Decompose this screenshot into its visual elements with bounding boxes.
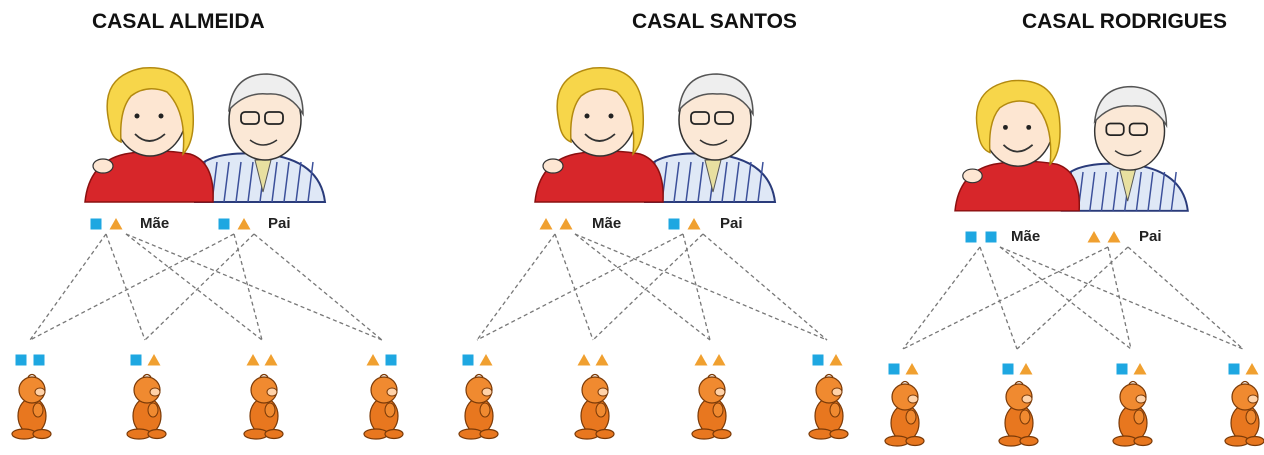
inheritance-line-1-2 xyxy=(574,233,711,341)
inheritance-line-2-7 xyxy=(1127,246,1244,350)
mother-allele-1-1 xyxy=(559,218,573,230)
inheritance-line-2-5 xyxy=(1107,246,1132,350)
baby-icon-0-3 xyxy=(363,373,404,440)
inheritance-line-2-0 xyxy=(902,246,981,350)
mother-label-almeida: Mãe xyxy=(140,215,170,232)
inheritance-line-0-3 xyxy=(125,233,383,341)
child-allele-2-2-1 xyxy=(1133,363,1147,375)
hand-icon xyxy=(542,158,564,174)
child-allele-2-0-1 xyxy=(905,363,919,375)
mother-label-rodrigues: Mãe xyxy=(1011,228,1041,245)
child-allele-0-0-0 xyxy=(15,354,27,366)
baby-icon-2-2 xyxy=(1112,380,1153,447)
child-allele-2-0-0 xyxy=(888,363,900,375)
baby-icon-1-1 xyxy=(574,373,615,440)
hand-icon xyxy=(92,158,114,174)
mother-allele-0-1 xyxy=(109,218,123,230)
baby-icon-0-2 xyxy=(243,373,284,440)
inheritance-line-1-6 xyxy=(592,233,704,341)
child-allele-2-2-0 xyxy=(1116,363,1128,375)
glasses-icon xyxy=(1105,122,1125,137)
inheritance-line-0-2 xyxy=(125,233,263,341)
inheritance-line-0-1 xyxy=(105,233,146,341)
father-hair-icon xyxy=(677,73,754,117)
father-allele-1-0 xyxy=(668,218,680,230)
inheritance-line-1-1 xyxy=(554,233,594,341)
child-allele-1-0-1 xyxy=(479,354,493,366)
child-allele-0-3-0 xyxy=(366,354,380,366)
mother-allele-2-0 xyxy=(965,231,977,243)
child-allele-1-0-0 xyxy=(462,354,474,366)
child-allele-2-1-0 xyxy=(1002,363,1014,375)
child-allele-0-3-1 xyxy=(385,354,397,366)
baby-icon-2-0 xyxy=(884,380,925,447)
mother-label-santos: Mãe xyxy=(592,215,622,232)
mother-hair-icon xyxy=(975,79,1061,167)
child-allele-0-2-0 xyxy=(246,354,260,366)
father-allele-2-0 xyxy=(1087,231,1101,243)
parents-illustration-2 xyxy=(954,79,1189,212)
parents-illustration-0 xyxy=(84,66,327,203)
father-hair-icon xyxy=(1093,85,1168,129)
parents-illustration-1 xyxy=(534,66,777,203)
child-allele-1-1-1 xyxy=(595,354,609,366)
inheritance-line-0-6 xyxy=(144,233,255,341)
glasses-icon xyxy=(690,111,710,125)
child-allele-1-2-0 xyxy=(694,354,708,366)
mother-allele-0-0 xyxy=(90,218,102,230)
mother-allele-1-0 xyxy=(539,218,553,230)
child-allele-1-1-0 xyxy=(577,354,591,366)
inheritance-line-0-7 xyxy=(253,233,383,341)
hand-icon xyxy=(962,168,983,184)
father-label-santos: Pai xyxy=(720,215,743,232)
inheritance-line-1-0 xyxy=(476,233,556,341)
baby-icon-0-0 xyxy=(11,373,52,440)
baby-icon-1-2 xyxy=(691,373,732,440)
child-allele-2-1-1 xyxy=(1019,363,1033,375)
inheritance-line-1-4 xyxy=(476,233,684,341)
inheritance-line-0-0 xyxy=(29,233,107,341)
inheritance-line-2-4 xyxy=(902,246,1109,350)
inheritance-line-1-3 xyxy=(574,233,828,341)
mother-hair-icon xyxy=(556,66,645,157)
mother-hair-icon xyxy=(106,66,195,157)
father-label-almeida: Pai xyxy=(268,215,291,232)
inheritance-line-2-3 xyxy=(999,246,1244,350)
father-label-rodrigues: Pai xyxy=(1139,228,1162,245)
child-allele-1-3-0 xyxy=(812,354,824,366)
family-title-santos: CASAL SANTOS xyxy=(632,10,797,33)
baby-icon-1-3 xyxy=(808,373,849,440)
inheritance-line-0-4 xyxy=(29,233,235,341)
child-allele-0-1-0 xyxy=(130,354,142,366)
father-allele-1-1 xyxy=(687,218,701,230)
glasses-icon xyxy=(240,111,260,125)
baby-icon-1-0 xyxy=(458,373,499,440)
inheritance-line-1-7 xyxy=(702,233,828,341)
inheritance-line-2-1 xyxy=(979,246,1018,350)
mother-allele-2-1 xyxy=(985,231,997,243)
inheritance-line-0-5 xyxy=(233,233,263,341)
child-allele-0-0-1 xyxy=(33,354,45,366)
child-allele-2-3-0 xyxy=(1228,363,1240,375)
child-allele-1-2-1 xyxy=(712,354,726,366)
baby-icon-2-3 xyxy=(1224,380,1264,447)
child-allele-1-3-1 xyxy=(829,354,843,366)
child-allele-2-3-1 xyxy=(1245,363,1259,375)
father-hair-icon xyxy=(227,73,304,117)
family-title-almeida: CASAL ALMEIDA xyxy=(92,10,265,33)
baby-icon-0-1 xyxy=(126,373,167,440)
child-allele-0-1-1 xyxy=(147,354,161,366)
baby-icon-2-1 xyxy=(998,380,1039,447)
father-allele-0-0 xyxy=(218,218,230,230)
father-allele-2-1 xyxy=(1107,231,1121,243)
father-allele-0-1 xyxy=(237,218,251,230)
inheritance-line-1-5 xyxy=(682,233,711,341)
family-title-rodrigues: CASAL RODRIGUES xyxy=(1022,10,1227,33)
child-allele-0-2-1 xyxy=(264,354,278,366)
